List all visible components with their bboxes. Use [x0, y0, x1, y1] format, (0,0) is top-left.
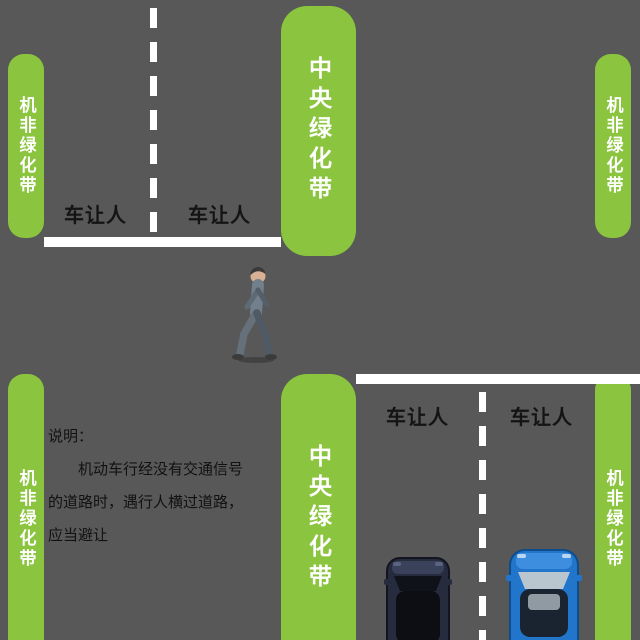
explanation-line-3: 应当避让: [48, 527, 109, 544]
greenbelt-bottom-center: 中央绿化带: [281, 374, 356, 640]
stop-line-top: [44, 237, 281, 247]
greenbelt-bottom-center-label: 中央绿化带: [305, 444, 332, 594]
lane-divider-dashed-top: [150, 8, 157, 232]
explanation-line-1: 机动车行经没有交通信号: [78, 461, 244, 478]
greenbelt-top-right: 机非绿化带: [595, 54, 631, 238]
suv-top-view-icon: [384, 557, 452, 640]
greenbelt-top-left-label: 机非绿化带: [16, 96, 36, 196]
stop-line-bottom: [356, 374, 640, 384]
pedestrian-icon: [232, 266, 277, 363]
explanation-block: 说明： 机动车行经没有交通信号 的道路时，遇行人横过道路， 应当避让: [48, 420, 280, 552]
lane-divider-dashed-bottom: [479, 392, 486, 640]
explanation-line-2: 的道路时，遇行人横过道路，: [48, 494, 244, 511]
yield-label-top-right: 车让人: [188, 205, 251, 227]
greenbelt-bottom-left: 机非绿化带: [8, 374, 44, 640]
greenbelt-bottom-left-label: 机非绿化带: [16, 469, 36, 569]
explanation-heading: 说明：: [48, 428, 94, 445]
car-top-view-icon: [506, 549, 582, 640]
yield-label-bottom-right: 车让人: [510, 407, 573, 429]
greenbelt-top-left: 机非绿化带: [8, 54, 44, 238]
yield-label-bottom-left: 车让人: [386, 407, 449, 429]
yield-label-top-left: 车让人: [64, 205, 127, 227]
greenbelt-top-center: 中央绿化带: [281, 6, 356, 256]
greenbelt-bottom-right-label: 机非绿化带: [603, 469, 623, 569]
greenbelt-top-center-label: 中央绿化带: [305, 56, 332, 206]
greenbelt-top-right-label: 机非绿化带: [603, 96, 623, 196]
greenbelt-bottom-right: 机非绿化带: [595, 374, 631, 640]
